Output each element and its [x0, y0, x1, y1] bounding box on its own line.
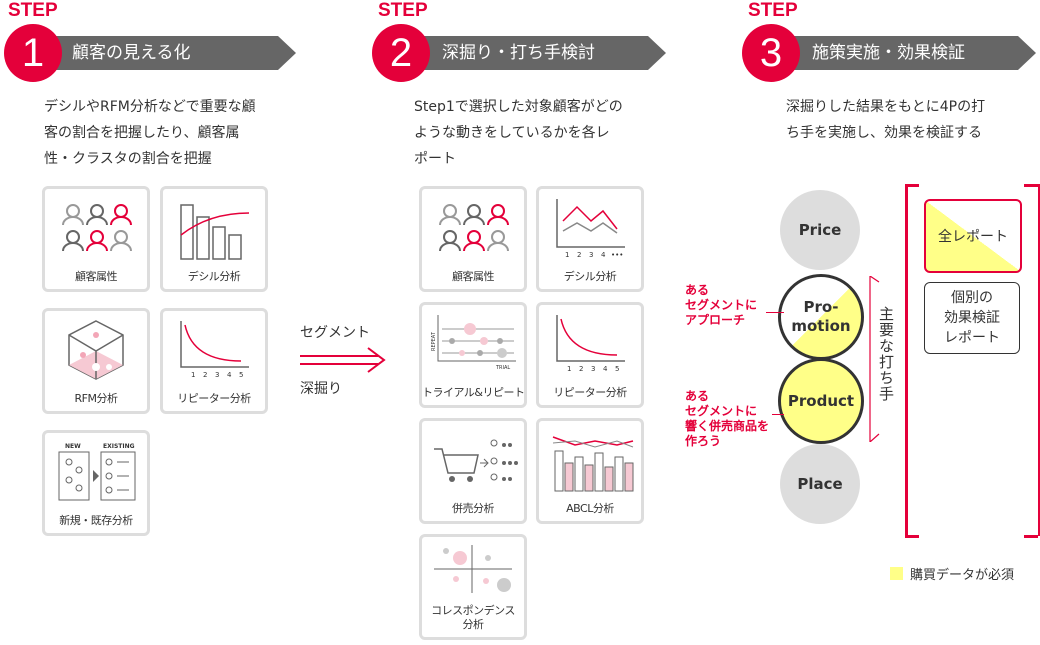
step-1-title-text: 顧客の見える化	[72, 43, 191, 63]
rfm-cube-icon	[68, 320, 124, 380]
arrow-label-segment: セグメント	[300, 325, 370, 341]
step-2-description: Step1で選択した対象顧客がどのような動きをしているかを各レポート	[414, 94, 623, 172]
svg-text:1: 1	[191, 371, 195, 379]
step-1-title: 顧客の見える化	[52, 36, 296, 70]
desc-line: Step1で選択した対象顧客がどの	[414, 99, 623, 115]
svg-text:•••: •••	[611, 251, 623, 259]
individual-report-button[interactable]: 個別の 効果検証 レポート	[924, 282, 1020, 354]
svg-text:2: 2	[203, 371, 207, 379]
connector-line	[766, 312, 784, 313]
step-3-number: 3	[742, 24, 800, 82]
card-label: 顧客属性	[452, 270, 495, 283]
step-1-label: STEP	[8, 0, 58, 21]
card-abcl[interactable]: ABCL分析	[536, 418, 644, 524]
svg-text:3: 3	[589, 251, 593, 259]
report-bracket	[905, 184, 1040, 536]
new-label: NEW	[65, 443, 81, 450]
all-reports-label: 全レポート	[938, 229, 1008, 245]
step-2-label: STEP	[378, 0, 428, 21]
abcl-chart-icon	[552, 436, 634, 492]
connector-line	[772, 414, 784, 415]
card-label: デシル分析	[187, 270, 241, 283]
svg-text:1: 1	[565, 251, 569, 259]
p-price: Price	[780, 190, 860, 270]
svg-text:3: 3	[591, 365, 595, 373]
arrow-label-drilldown: 深掘り	[300, 381, 342, 397]
card-label: リピーター分析	[177, 392, 251, 405]
double-arrow-icon	[300, 347, 386, 373]
p-place: Place	[780, 444, 860, 524]
card-label: 新規・既存分析	[59, 514, 133, 527]
annotation-promotion: ある セグメントに アプローチ	[685, 283, 758, 327]
desc-line: 客の割合を把握したり、顧客属	[44, 125, 240, 141]
card-trial-repeat[interactable]: REPEAT TRIAL トライアル&リピート	[419, 302, 527, 408]
svg-text:4: 4	[601, 251, 606, 259]
desc-line: 深掘りした結果をもとに4Pの打	[786, 99, 986, 115]
card-new-existing[interactable]: NEW EXISTING 新規・既存分析	[42, 430, 150, 536]
svg-text:4: 4	[603, 365, 608, 373]
step-3-label: STEP	[748, 0, 798, 21]
desc-line: ような動きをしているかを各レ	[414, 125, 610, 141]
desc-line: ち手を実施し、効果を検証する	[786, 125, 982, 141]
card-decile[interactable]: デシル分析	[160, 186, 268, 292]
repeat-label: REPEAT	[431, 331, 437, 351]
individual-report-label: 個別の 効果検証 レポート	[944, 290, 1000, 346]
bar-chart-icon	[180, 204, 250, 260]
step-3-title-text: 施策実施・効果検証	[812, 43, 965, 63]
new-existing-icon: NEW EXISTING	[58, 443, 136, 501]
svg-text:4: 4	[227, 371, 232, 379]
step-2-number: 2	[372, 24, 430, 82]
step-1-description: デシルやRFM分析などで重要な顧客の割合を把握したり、顧客属性・クラスタの割合を…	[44, 94, 256, 172]
bracket-icon	[869, 276, 880, 442]
step-3-description: 深掘りした結果をもとに4Pの打ち手を実施し、効果を検証する	[786, 94, 985, 146]
legend-swatch	[890, 567, 903, 580]
cart-icon	[434, 439, 518, 482]
card-rfm[interactable]: RFM分析	[42, 308, 150, 414]
card-label: 併売分析	[452, 502, 495, 515]
p-promotion: Pro- motion	[778, 274, 864, 360]
svg-text:3: 3	[215, 371, 219, 379]
step-2-title: 深掘り・打ち手検討	[422, 36, 666, 70]
p-product: Product	[778, 358, 864, 444]
step-3-title: 施策実施・効果検証	[792, 36, 1036, 70]
svg-text:2: 2	[579, 365, 583, 373]
card-label: リピーター分析	[553, 386, 627, 399]
svg-text:1: 1	[567, 365, 571, 373]
card-correspondence[interactable]: コレスポンデンス 分析	[419, 534, 527, 640]
desc-line: 性・クラスタの割合を把握	[44, 151, 212, 167]
all-reports-button[interactable]: 全レポート	[924, 199, 1022, 273]
scatter-quadrant-icon	[434, 545, 512, 593]
card-cross-sell[interactable]: 併売分析	[419, 418, 527, 524]
card-label: コレスポンデンス 分析	[431, 604, 515, 631]
annotation-product: ある セグメントに 響く併売商品を 作ろう	[685, 389, 770, 448]
card-customer-attributes[interactable]: 顧客属性	[42, 186, 150, 292]
main-measures-label: 主要な打ち手	[877, 306, 895, 402]
card-label: 顧客属性	[75, 270, 118, 283]
trial-repeat-icon: REPEAT TRIAL	[431, 315, 516, 371]
card-label: ABCL分析	[566, 502, 614, 515]
trial-label: TRIAL	[495, 365, 510, 371]
legend-label: 購買データが必須	[910, 568, 1015, 583]
svg-text:2: 2	[577, 251, 581, 259]
svg-text:5: 5	[239, 371, 243, 379]
step-1-number: 1	[4, 24, 62, 82]
card-customer-attributes-2[interactable]: 顧客属性	[419, 186, 527, 292]
desc-line: デシルやRFM分析などで重要な顧	[44, 99, 256, 115]
people-icon	[62, 204, 132, 252]
step-2-title-text: 深掘り・打ち手検討	[442, 43, 595, 63]
card-label: トライアル&リピート	[422, 386, 525, 399]
svg-text:5: 5	[615, 365, 619, 373]
existing-label: EXISTING	[103, 443, 135, 450]
card-label: デシル分析	[563, 270, 617, 283]
desc-line: ポート	[414, 151, 456, 167]
card-label: RFM分析	[74, 392, 118, 405]
people-icon	[439, 204, 509, 252]
